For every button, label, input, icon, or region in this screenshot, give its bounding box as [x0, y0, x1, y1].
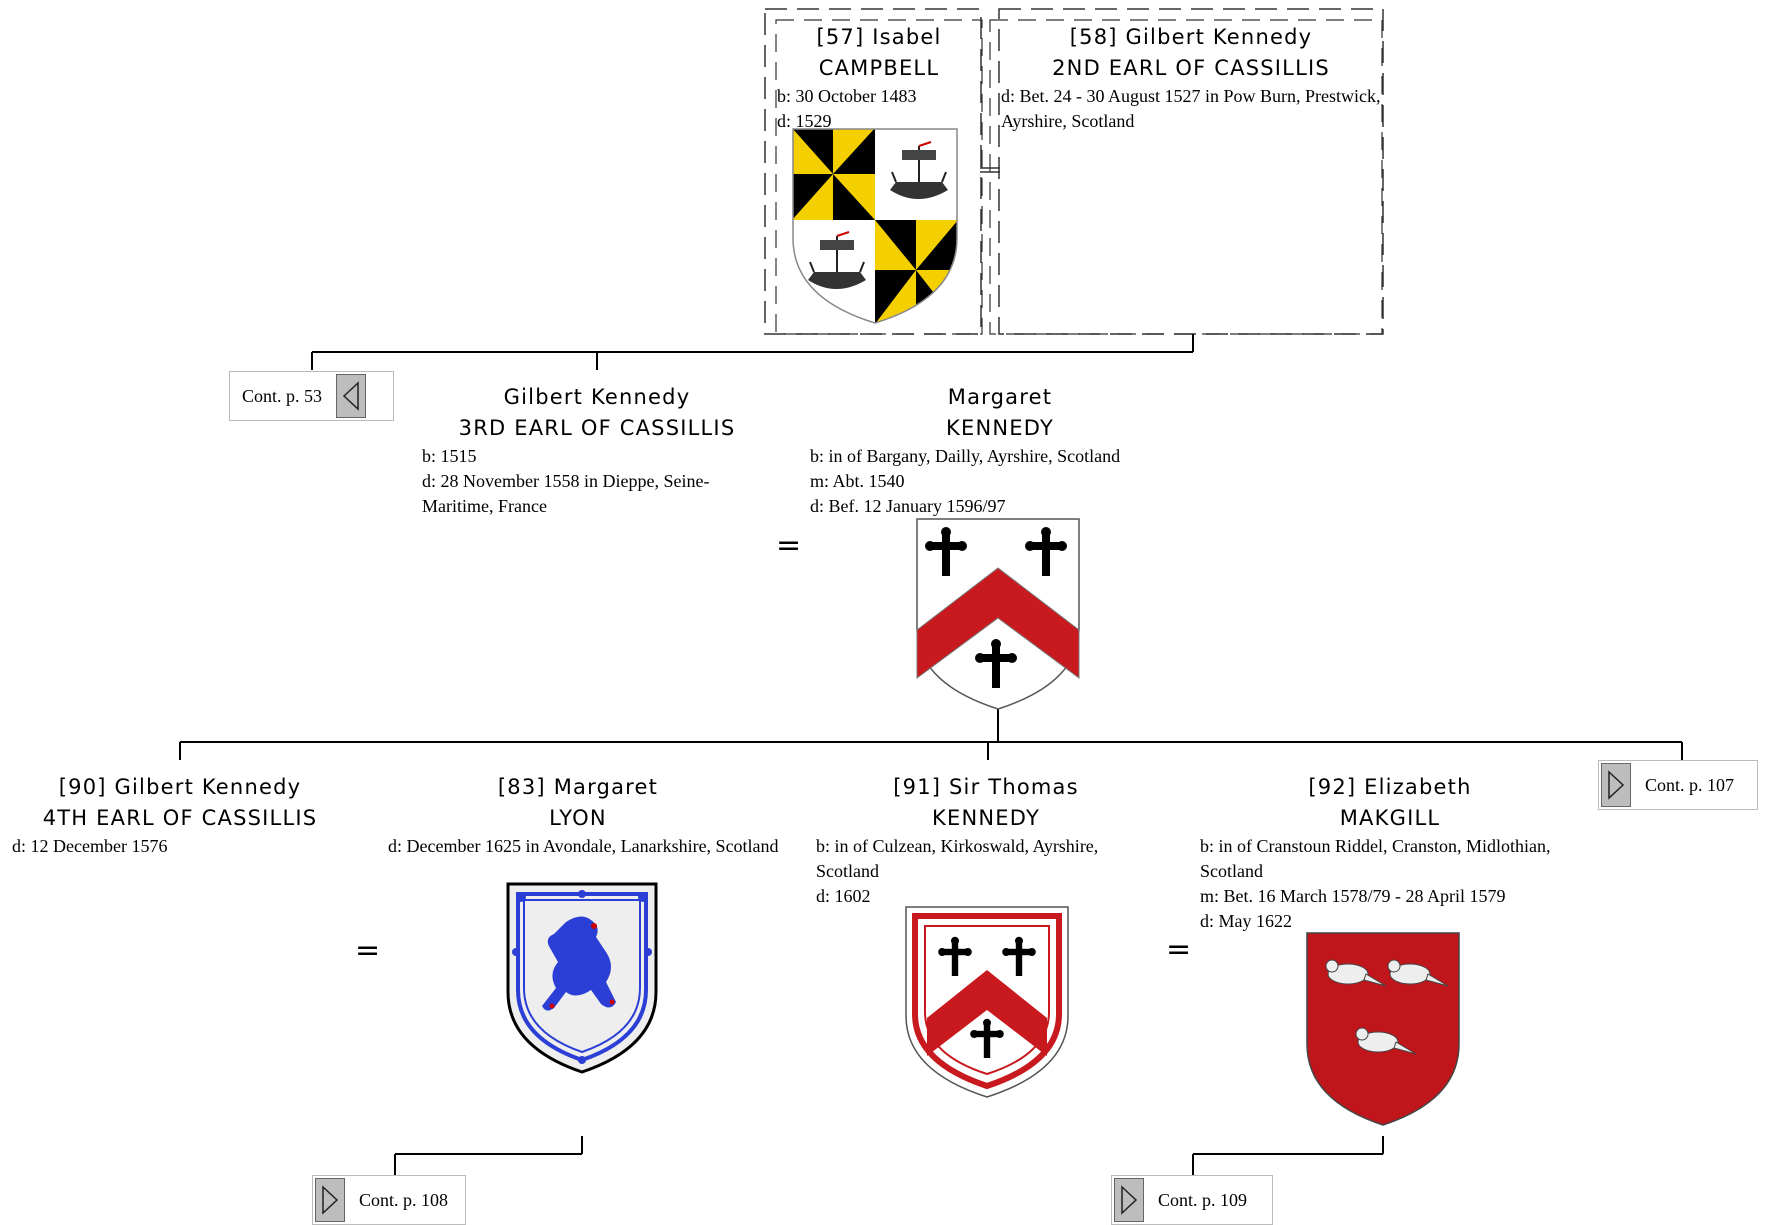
person-isabel-campbell[interactable]: [57] Isabel CAMPBELL b: 30 October 1483 … — [777, 22, 981, 134]
fact-birth: b: 30 October 1483 — [777, 86, 917, 106]
fact-birth: b: in of Cranstoun Riddel, Cranston, Mid… — [1200, 836, 1551, 881]
person-surname: KENNEDY — [946, 416, 1054, 440]
person-name: [91] Sir Thomas — [893, 775, 1079, 799]
kennedy-coat-of-arms-image — [916, 518, 1080, 710]
fact-marriage: m: Abt. 1540 — [810, 471, 905, 491]
continuation-label: Cont. p. 107 — [1645, 774, 1735, 795]
person-surname: KENNEDY — [932, 806, 1040, 830]
fact-birth: b: in of Culzean, Kirkoswald, Ayrshire, … — [816, 836, 1099, 881]
person-surname: 2ND EARL OF CASSILLIS — [1052, 56, 1330, 80]
person-name: [58] Gilbert Kennedy — [1069, 25, 1313, 49]
continuation-page-109-button[interactable]: Cont. p. 109 — [1111, 1175, 1273, 1225]
marriage-symbol: = — [776, 528, 802, 563]
fact-death: d: December 1625 in Avondale, Lanarkshir… — [388, 836, 779, 856]
person-gilbert-kennedy-4th-earl[interactable]: [90] Gilbert Kennedy 4TH EARL OF CASSILL… — [8, 772, 352, 859]
person-thomas-kennedy[interactable]: [91] Sir Thomas KENNEDY b: in of Culzean… — [816, 772, 1156, 909]
person-surname: 3RD EARL OF CASSILLIS — [458, 416, 736, 440]
arrow-right-icon — [315, 1178, 345, 1222]
fact-death: d: 1602 — [816, 886, 871, 906]
person-surname: LYON — [549, 806, 607, 830]
person-name: [57] Isabel — [816, 25, 942, 49]
arrow-right-icon — [1601, 763, 1631, 807]
continuation-label: Cont. p. 53 — [242, 385, 323, 406]
person-name: [83] Margaret — [497, 775, 659, 799]
fact-death: d: 12 December 1576 — [12, 836, 168, 856]
fact-death: d: Bef. 12 January 1596/97 — [810, 496, 1006, 516]
fact-death: d: 1529 — [777, 111, 832, 131]
person-margaret-lyon[interactable]: [83] Margaret LYON d: December 1625 in A… — [388, 772, 788, 859]
fact-marriage: m: Bet. 16 March 1578/79 - 28 April 1579 — [1200, 886, 1506, 906]
continuation-page-53-button[interactable]: Cont. p. 53 — [229, 371, 394, 421]
arrow-left-icon — [336, 374, 367, 418]
continuation-page-108-button[interactable]: Cont. p. 108 — [312, 1175, 466, 1225]
person-surname: 4TH EARL OF CASSILLIS — [42, 806, 318, 830]
continuation-label: Cont. p. 109 — [1158, 1189, 1248, 1210]
person-surname: CAMPBELL — [818, 56, 940, 80]
continuation-page-107-button[interactable]: Cont. p. 107 — [1598, 760, 1758, 810]
makgill-coat-of-arms-image — [1306, 932, 1460, 1126]
continuation-label: Cont. p. 108 — [359, 1189, 449, 1210]
fact-death: d: May 1622 — [1200, 911, 1292, 931]
person-elizabeth-makgill[interactable]: [92] Elizabeth MAKGILL b: in of Cranstou… — [1200, 772, 1580, 934]
fact-birth: b: in of Bargany, Dailly, Ayrshire, Scot… — [810, 446, 1121, 466]
arrow-right-icon — [1114, 1178, 1144, 1222]
person-surname: MAKGILL — [1339, 806, 1441, 830]
person-name: Gilbert Kennedy — [503, 385, 691, 409]
person-name: [92] Elizabeth — [1308, 775, 1472, 799]
person-gilbert-kennedy-3rd-earl[interactable]: Gilbert Kennedy 3RD EARL OF CASSILLIS b:… — [422, 382, 772, 519]
person-name: [90] Gilbert Kennedy — [58, 775, 302, 799]
kennedy-bordered-coat-of-arms-image — [905, 906, 1069, 1098]
marriage-symbol: = — [1166, 932, 1192, 967]
campbell-coat-of-arms-image — [792, 128, 958, 324]
person-margaret-kennedy[interactable]: Margaret KENNEDY b: in of Bargany, Daill… — [810, 382, 1190, 519]
person-gilbert-kennedy-2nd-earl[interactable]: [58] Gilbert Kennedy 2ND EARL OF CASSILL… — [1001, 22, 1381, 134]
marriage-symbol: = — [355, 933, 381, 968]
fact-birth: b: 1515 — [422, 446, 477, 466]
fact-death: d: 28 November 1558 in Dieppe, Seine-Mar… — [422, 471, 710, 516]
fact-death: d: Bet. 24 - 30 August 1527 in Pow Burn,… — [1001, 86, 1381, 131]
person-name: Margaret — [947, 385, 1053, 409]
lyon-coat-of-arms-image — [506, 882, 658, 1074]
